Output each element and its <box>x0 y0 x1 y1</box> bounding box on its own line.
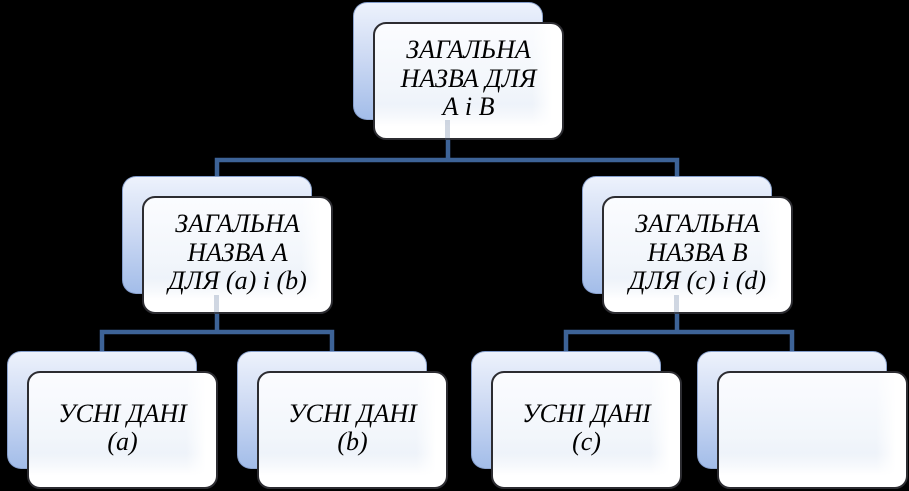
node-leaf-c-label: УСНІ ДАНІ (c) <box>522 398 651 456</box>
connector-root-rail <box>214 157 680 179</box>
node-branch-a-box: ЗАГАЛЬНА НАЗВА А ДЛЯ (a) і (b) <box>142 196 333 314</box>
node-leaf-a-box: УСНІ ДАНІ (a) <box>27 371 218 489</box>
connector-through-root <box>445 120 450 140</box>
node-branch-b-box: ЗАГАЛЬНА НАЗВА В ДЛЯ (c) і (d) <box>602 196 793 314</box>
node-root-label: ЗАГАЛЬНА НАЗВА ДЛЯ А і В <box>400 35 537 122</box>
node-leaf-d-label <box>811 428 815 432</box>
connector-branch-b-rail <box>563 329 795 352</box>
node-leaf-b-label: УСНІ ДАНІ (b) <box>288 398 417 456</box>
connector-through-branch-b <box>674 295 679 314</box>
node-leaf-b: УСНІ ДАНІ (b) <box>237 351 448 489</box>
node-leaf-c-box: УСНІ ДАНІ (c) <box>491 371 682 489</box>
node-branch-a: ЗАГАЛЬНА НАЗВА А ДЛЯ (a) і (b) <box>122 176 333 314</box>
node-branch-b: ЗАГАЛЬНА НАЗВА В ДЛЯ (c) і (d) <box>582 176 793 314</box>
node-root-box: ЗАГАЛЬНА НАЗВА ДЛЯ А і В <box>373 22 564 140</box>
node-leaf-c: УСНІ ДАНІ (c) <box>471 351 682 489</box>
node-branch-a-label: ЗАГАЛЬНА НАЗВА А ДЛЯ (a) і (b) <box>168 209 307 296</box>
node-leaf-b-box: УСНІ ДАНІ (b) <box>257 371 448 489</box>
node-leaf-a-label: УСНІ ДАНІ (a) <box>58 398 187 456</box>
node-branch-b-label: ЗАГАЛЬНА НАЗВА В ДЛЯ (c) і (d) <box>628 209 767 296</box>
node-leaf-d-box <box>717 371 908 489</box>
node-root: ЗАГАЛЬНА НАЗВА ДЛЯ А і В <box>353 2 564 140</box>
node-leaf-a: УСНІ ДАНІ (a) <box>7 351 218 489</box>
connector-through-branch-a <box>214 295 219 314</box>
connector-branch-a-rail <box>99 329 335 352</box>
node-leaf-d <box>697 351 908 489</box>
